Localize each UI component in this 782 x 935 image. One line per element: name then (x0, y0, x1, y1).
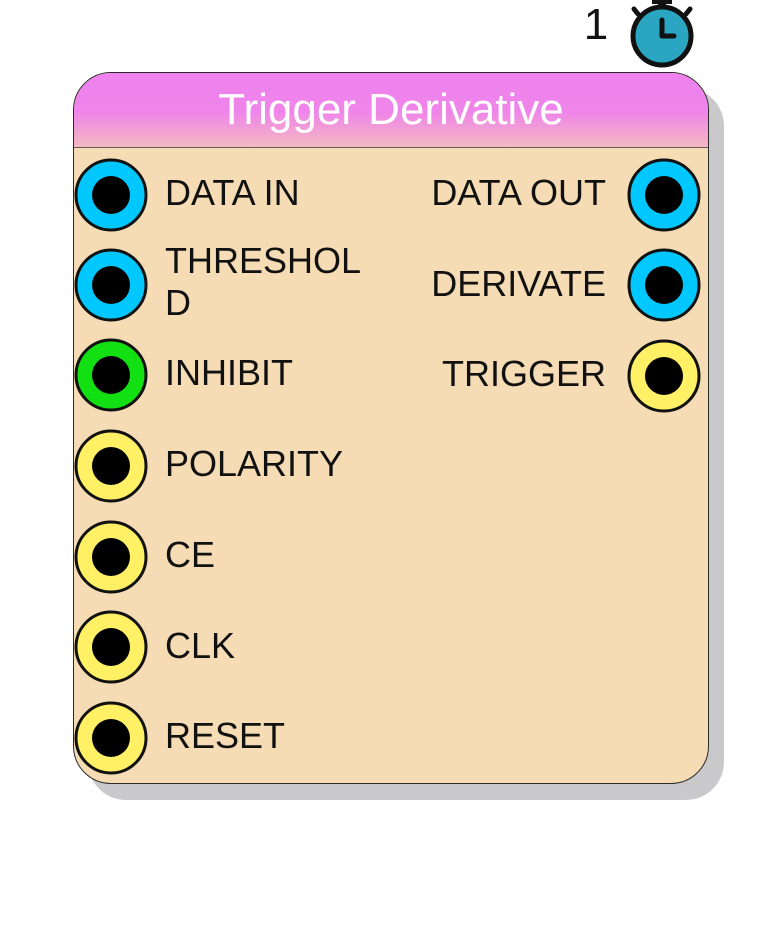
input-label-reset: RESET (165, 715, 286, 756)
stopwatch-icon[interactable] (628, 0, 696, 68)
output-label-trigger: TRIGGER (441, 353, 606, 394)
input-label-clk: CLK (165, 625, 236, 666)
input-port-ce[interactable] (73, 519, 149, 595)
input-port-data-in[interactable] (73, 157, 149, 233)
input-label-polarity: POLARITY (165, 443, 344, 484)
output-port-trigger[interactable] (626, 338, 702, 414)
trigger-derivative-block[interactable]: Trigger Derivative (73, 72, 709, 784)
clock-count: 1 (583, 0, 609, 49)
input-port-clk[interactable] (73, 609, 149, 685)
input-port-polarity[interactable] (73, 428, 149, 504)
output-label-derivate: DERIVATE (431, 263, 606, 304)
input-label-data-in: DATA IN (165, 172, 300, 213)
input-port-inhibit[interactable] (73, 337, 149, 413)
input-label-ce: CE (165, 534, 216, 575)
input-label-inhibit: INHIBIT (165, 352, 294, 393)
output-port-derivate[interactable] (626, 247, 702, 323)
output-port-data-out[interactable] (626, 157, 702, 233)
input-label-threshold: THRESHOLD (165, 240, 362, 323)
input-port-reset[interactable] (73, 700, 149, 776)
block-header[interactable]: Trigger Derivative (74, 73, 708, 148)
input-port-threshold[interactable] (73, 247, 149, 323)
block-title: Trigger Derivative (218, 85, 564, 134)
output-label-data-out: DATA OUT (431, 172, 606, 213)
